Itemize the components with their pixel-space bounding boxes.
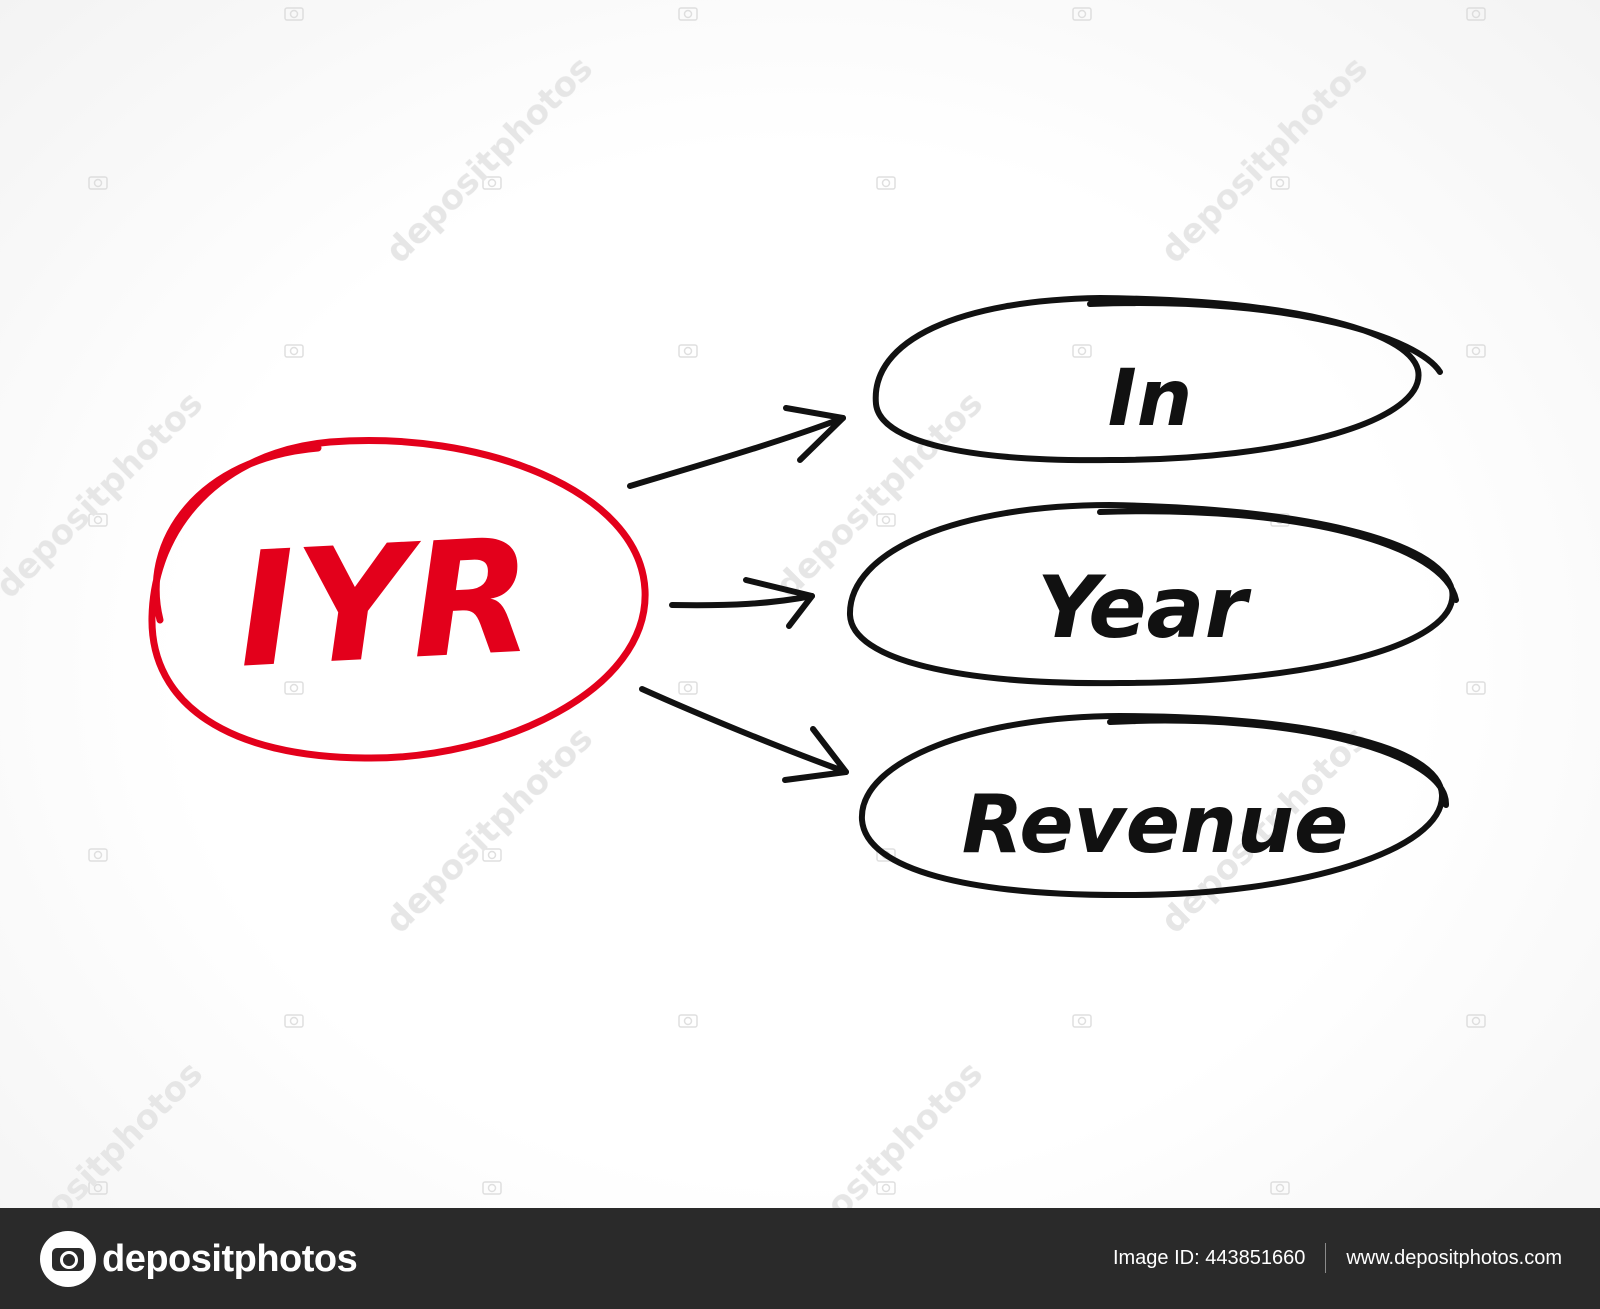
arrow-to-in [627, 405, 846, 489]
item-in-ellipse [872, 294, 1443, 464]
item-in-label: In [1108, 354, 1193, 444]
image-id: Image ID: 443851660 [1112, 1246, 1306, 1269]
arrow-to-year [669, 577, 815, 629]
website-url: www.depositphotos.com [1346, 1246, 1562, 1269]
footer-divider [1325, 1243, 1327, 1273]
watermark-text: depositphotos [378, 719, 601, 942]
acronym-label: IYR [233, 504, 537, 703]
footer-meta: Image ID: 443851660 www.depositphotos.co… [1113, 1243, 1562, 1273]
item-year-ellipse [846, 501, 1459, 687]
logo-text: depositphotos [102, 1237, 358, 1280]
item-in: In [872, 294, 1443, 464]
acronym-ellipse [148, 437, 649, 762]
watermark-text: depositphotos [0, 384, 211, 607]
item-revenue: Revenue [858, 712, 1450, 899]
watermark-text: depositphotos [1153, 49, 1376, 272]
watermark-text: depositphotos [0, 1054, 211, 1208]
watermark-text: depositphotos [768, 1054, 991, 1208]
acronym-node: IYR [148, 437, 649, 762]
camera-logo-icon [40, 1231, 96, 1287]
item-year-label: Year [1037, 558, 1252, 658]
item-year: Year [846, 501, 1459, 687]
acronym-diagram: depositphotos depositphotos depositphoto… [0, 7, 1486, 1208]
arrow-to-revenue [639, 686, 849, 783]
watermark-text: depositphotos [378, 49, 601, 272]
image-canvas: depositphotos depositphotos depositphoto… [0, 0, 1600, 1208]
depositphotos-logo: depositphotos [40, 1231, 358, 1287]
item-revenue-label: Revenue [962, 778, 1348, 871]
stock-footer-bar: depositphotos Image ID: 443851660 www.de… [0, 1208, 1600, 1309]
arrows [627, 405, 849, 783]
item-revenue-ellipse [858, 712, 1450, 899]
